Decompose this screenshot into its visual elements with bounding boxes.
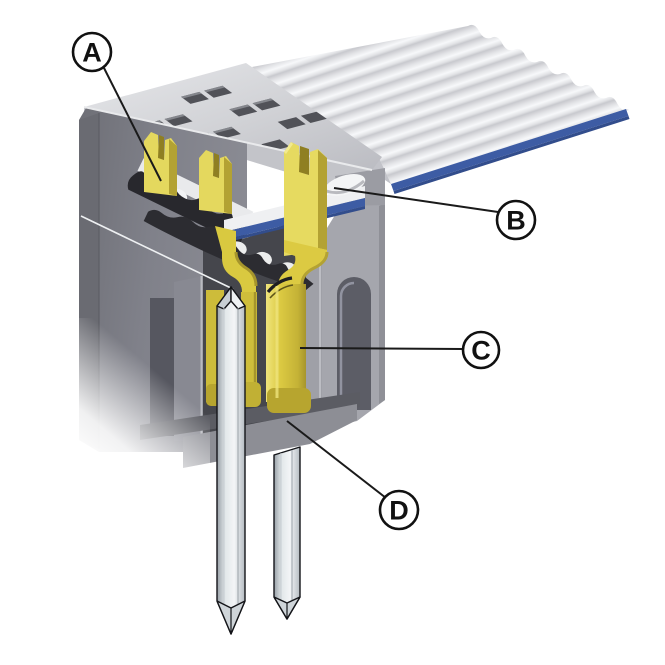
contact-fork-right — [284, 142, 327, 256]
idc-contacts — [144, 132, 329, 413]
arch-inner-highlight — [339, 281, 355, 408]
cut-seam-line — [80, 215, 234, 290]
callout-c: C — [299, 330, 501, 370]
callout-circle — [495, 199, 537, 241]
callout-leader-line — [333, 187, 499, 213]
callout-circle — [378, 489, 420, 531]
callouts: A B C D — [71, 31, 537, 531]
cap-top — [84, 63, 382, 170]
callout-a: A — [71, 31, 162, 182]
callout-leader-line — [286, 420, 387, 499]
callout-b: B — [333, 187, 537, 241]
arch-left-wall — [306, 256, 322, 432]
pins — [216, 286, 301, 635]
cable-blue-stripe — [391, 109, 629, 191]
callout-leader-line — [299, 347, 464, 350]
cable-blue-stripe-shade — [393, 116, 630, 194]
pin-left — [216, 286, 246, 635]
callout-leader-line — [103, 67, 162, 182]
callout-letter: C — [471, 336, 491, 366]
contact-right-body — [266, 240, 329, 413]
callout-letter: D — [389, 496, 409, 526]
fade-overlay — [60, 318, 210, 470]
callout-circle — [461, 330, 501, 370]
right-face-edge-shade — [379, 203, 385, 404]
contact-fork-middle — [199, 150, 232, 214]
callout-letter: B — [506, 206, 526, 236]
callout-d: D — [286, 420, 420, 531]
contact-blade — [266, 284, 306, 402]
callout-circle — [71, 31, 113, 73]
contact-fork-left — [144, 132, 177, 196]
arch-opening — [337, 277, 371, 410]
pin-right — [273, 446, 301, 620]
cable-surface — [252, 24, 629, 184]
callout-letter: A — [82, 38, 102, 68]
